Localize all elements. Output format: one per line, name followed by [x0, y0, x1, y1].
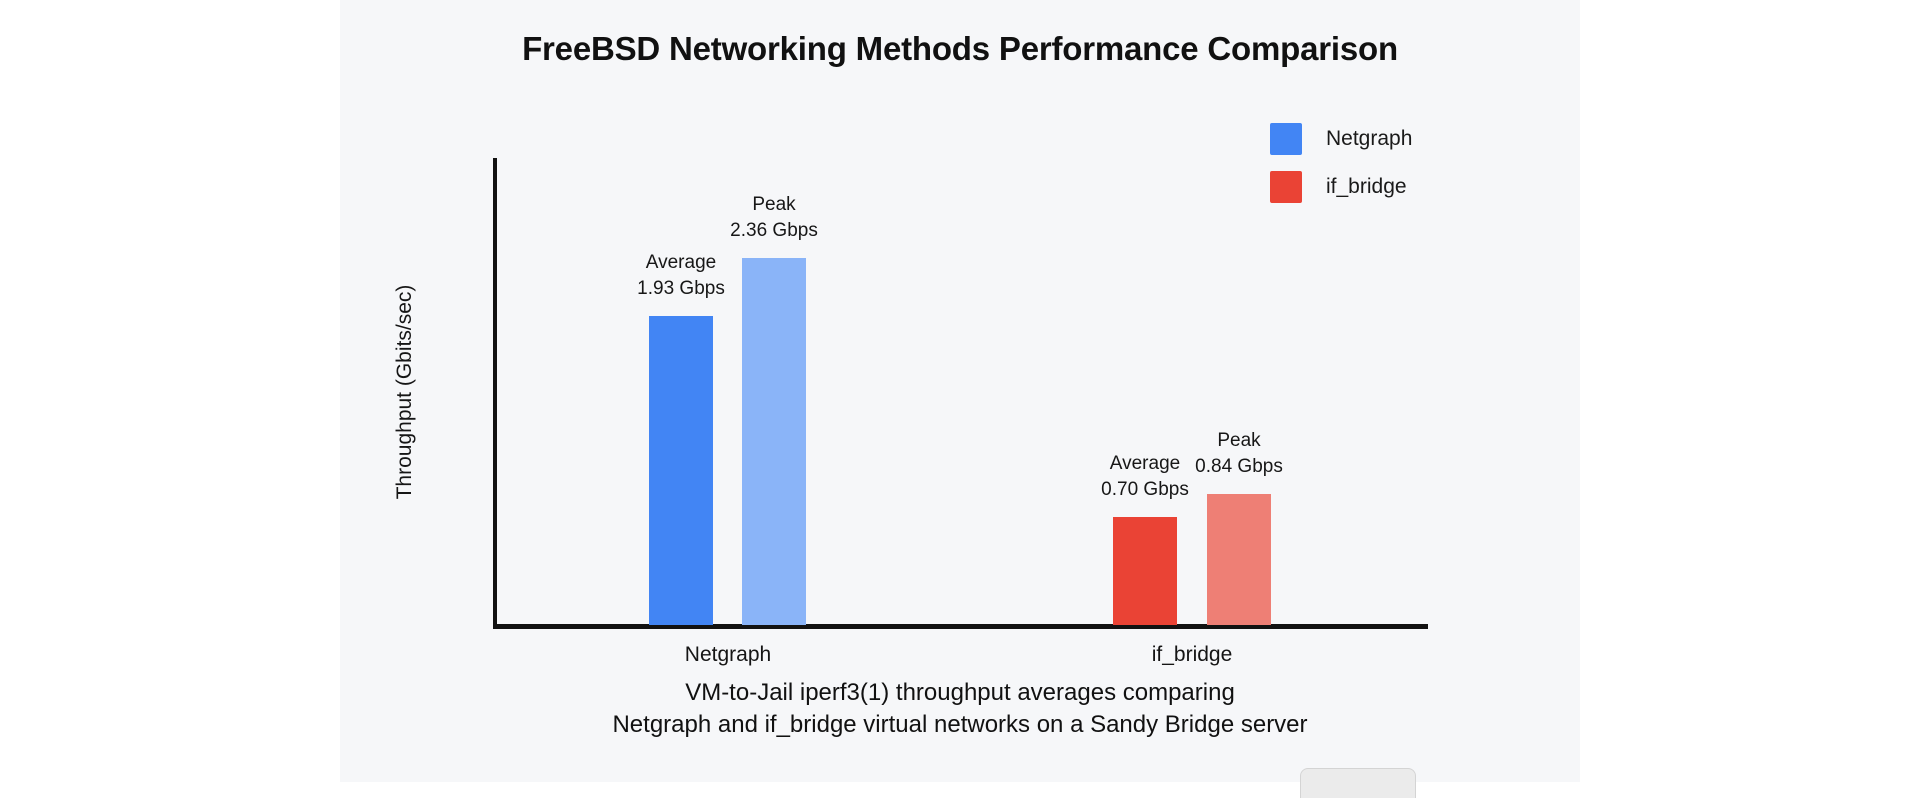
chart-legend: Netgraph if_bridge — [1270, 120, 1510, 216]
bottom-toolbar-widget[interactable] — [1300, 768, 1416, 798]
chart-caption: VM-to-Jail iperf3(1) throughput averages… — [340, 677, 1580, 740]
bar-netgraph-average[interactable] — [649, 316, 713, 625]
x-axis-line — [493, 624, 1428, 629]
page-title: FreeBSD Networking Methods Performance C… — [522, 30, 1398, 67]
bar-annot-metric: Peak — [1217, 430, 1261, 451]
bar-annot-value: 0.84 Gbps — [1195, 455, 1283, 477]
bar-annot-if-bridge-average: Average 0.70 Gbps — [1065, 451, 1225, 502]
bar-annot-value: 0.70 Gbps — [1101, 478, 1189, 500]
bar-annot-value: 1.93 Gbps — [637, 277, 725, 299]
legend-item-netgraph[interactable]: Netgraph — [1270, 120, 1510, 158]
legend-item-if-bridge[interactable]: if_bridge — [1270, 168, 1510, 206]
chart-panel: FreeBSD Networking Methods Performance C… — [340, 0, 1580, 782]
y-axis-title: Throughput (Gbits/sec) — [393, 284, 416, 500]
bar-annot-netgraph-average: Average 1.93 Gbps — [601, 250, 761, 301]
bar-annot-value: 2.36 Gbps — [730, 219, 818, 241]
bar-annot-metric: Average — [1109, 453, 1181, 474]
plot-area: Throughput (Gbits/sec) Average 1.93 Gbps… — [340, 0, 1580, 782]
caption-line-1: VM-to-Jail iperf3(1) throughput averages… — [685, 679, 1235, 706]
bar-if-bridge-peak[interactable] — [1207, 494, 1271, 625]
bar-netgraph-peak[interactable] — [742, 258, 806, 625]
bar-annot-metric: Average — [645, 252, 717, 273]
y-axis-line — [493, 158, 497, 628]
bar-annot-metric: Peak — [752, 194, 796, 215]
bar-annot-netgraph-peak: Peak 2.36 Gbps — [694, 192, 854, 243]
screenshot-root: FreeBSD Networking Methods Performance C… — [340, 0, 1580, 798]
legend-swatch-netgraph — [1270, 123, 1302, 155]
legend-label-netgraph: Netgraph — [1326, 127, 1413, 150]
x-tick-label-if-bridge: if_bridge — [1151, 643, 1233, 666]
x-tick-label-netgraph: Netgraph — [684, 643, 772, 666]
bar-if-bridge-average[interactable] — [1113, 517, 1177, 625]
bar-annot-if-bridge-peak: Peak 0.84 Gbps — [1159, 428, 1319, 479]
legend-swatch-if-bridge — [1270, 171, 1302, 203]
legend-label-if-bridge: if_bridge — [1326, 175, 1407, 198]
caption-line-2: Netgraph and if_bridge virtual networks … — [612, 710, 1308, 738]
